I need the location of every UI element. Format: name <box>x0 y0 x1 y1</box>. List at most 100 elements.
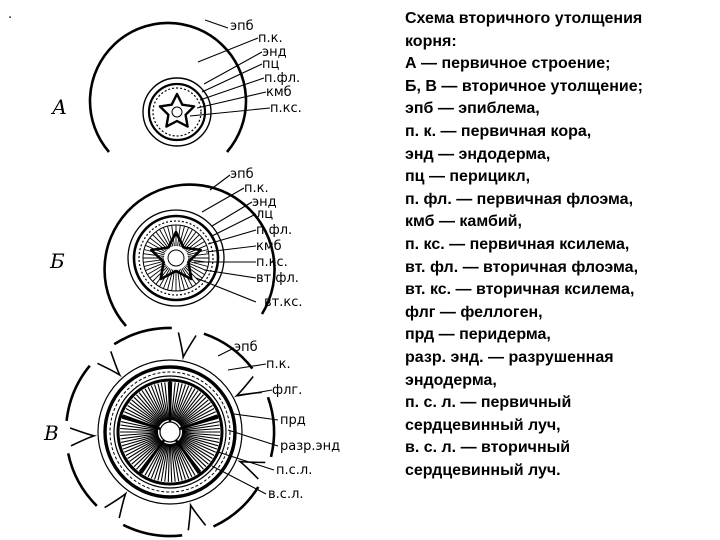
primary-ray <box>120 414 161 431</box>
xylem-ray <box>181 434 219 447</box>
xylem-ray <box>186 241 205 253</box>
xylem-ray <box>160 443 169 482</box>
xylem-ray <box>180 268 190 289</box>
panel-v-cortex-ring <box>97 359 243 505</box>
xylem-ray <box>171 443 180 482</box>
label-a-pk: п.к. <box>258 31 283 46</box>
label-b-lc: лц <box>256 207 273 222</box>
xylem-ray <box>122 435 159 450</box>
epiblema-segment <box>122 523 183 538</box>
panel-b-primary-xylem <box>150 230 202 281</box>
xylem-ray <box>181 433 220 440</box>
label-a-pks: п.кс. <box>270 101 302 116</box>
xylem-ray <box>178 396 207 425</box>
cortex-fissure <box>104 491 128 519</box>
panel-a-letter: А <box>50 95 67 119</box>
xylem-ray <box>120 421 159 431</box>
label-v-prd: прд <box>280 413 306 428</box>
xylem-ray <box>147 442 166 478</box>
label-v-flg: флг. <box>272 383 302 398</box>
legend-line: Схема вторичного утолщения <box>405 10 643 27</box>
xylem-ray <box>177 440 204 470</box>
xylem-ray <box>174 386 193 422</box>
xylem-ray <box>181 432 220 437</box>
xylem-ray <box>124 411 160 428</box>
panel-v-labels: эпб п.к. флг. прд разр.энд п.с.л. в.с.л. <box>234 340 340 502</box>
panel-a-labels: эпб п.к. энд пц п.фл. кмб п.кс. <box>230 19 302 116</box>
xylem-ray <box>153 384 167 421</box>
legend-line: сердцевинный луч. <box>405 461 561 479</box>
legend-line: кмб — камбий, <box>405 213 522 231</box>
primary-ray <box>138 439 166 475</box>
legend-line: п. с. л. — первичный <box>405 394 572 412</box>
label-b-pfl: п.фл. <box>256 223 292 238</box>
panel-b-labels: эпб п.к. энд лц п.фл. кмб п.кс. вт.фл. в… <box>230 167 303 310</box>
label-v-vsl: в.с.л. <box>268 487 304 502</box>
xylem-ray <box>173 385 190 422</box>
xylem-ray <box>150 442 167 479</box>
xylem-ray <box>175 388 196 422</box>
xylem-ray <box>141 390 164 423</box>
panel-a-center <box>171 106 183 118</box>
xylem-ray <box>157 383 168 421</box>
xylem-ray <box>164 382 170 421</box>
legend-line: п. фл. — первичная флоэма, <box>405 190 634 208</box>
xylem-ray <box>120 427 159 432</box>
xylem-ray <box>172 443 183 481</box>
cortex-fissure <box>187 502 207 531</box>
xylem-ray <box>160 382 169 421</box>
xylem-ray <box>143 253 165 257</box>
xylem-ray <box>120 433 159 443</box>
xylem-ray <box>133 439 162 468</box>
legend-line: пц — перицикл, <box>405 168 531 186</box>
epiblema-segment <box>212 486 260 528</box>
xylem-ray <box>171 382 180 421</box>
xylem-ray <box>155 231 170 249</box>
legend-line: в. с. л. — вторичный <box>405 439 571 457</box>
xylem-ray <box>173 384 187 421</box>
xylem-ray <box>178 439 207 468</box>
epiblema-segment <box>113 326 172 346</box>
xylem-ray <box>180 437 215 456</box>
xylem-star-outline <box>150 230 202 281</box>
xylem-ray <box>174 442 193 478</box>
legend-line: Б, В — вторичное утолщение; <box>405 77 643 95</box>
legend-line: прд — перидерма, <box>405 326 551 344</box>
xylem-ray <box>127 437 161 459</box>
legend-line: эндодерма, <box>405 371 497 389</box>
stray-mark: · <box>8 11 12 26</box>
xylem-ray <box>179 438 211 462</box>
panel-v-rays <box>120 380 220 483</box>
label-v-psl: п.с.л. <box>276 463 312 478</box>
label-v-epb: эпб <box>234 340 258 355</box>
legend-line: эпб — эпиблема, <box>405 100 540 118</box>
xylem-ray <box>125 437 160 456</box>
xylem-ray <box>153 443 167 480</box>
panel-v-drawing <box>65 326 276 538</box>
xylem-ray <box>173 442 190 479</box>
xylem-ray <box>172 383 183 421</box>
label-a-pc: пц <box>262 57 279 72</box>
primary-ray <box>174 439 202 475</box>
label-a-pfl: п.фл. <box>264 71 300 86</box>
legend-line: А — первичное строение; <box>405 55 611 73</box>
epiblema-segment <box>65 364 91 422</box>
xylem-ray <box>159 229 171 248</box>
label-v-razrend: разр.энд <box>280 439 340 454</box>
xylem-ray <box>145 262 166 272</box>
legend-line: вт. кс. — вторичная ксилема, <box>405 281 635 299</box>
xylem-ray <box>147 386 166 422</box>
xylem-ray <box>177 394 204 424</box>
label-b-vtfl: вт.фл. <box>256 271 299 286</box>
label-a-epb: эпб <box>230 19 254 34</box>
label-b-pks: п.кс. <box>256 255 288 270</box>
xylem-ray <box>173 443 187 480</box>
xylem-ray <box>164 443 170 482</box>
xylem-ray <box>150 385 167 422</box>
panel-b-center <box>167 249 185 267</box>
xylem-ray <box>170 382 176 421</box>
xylem-ray <box>136 394 163 424</box>
xylem-ray <box>138 392 164 423</box>
xylem-ray <box>187 260 209 267</box>
xylem-ray <box>179 402 211 426</box>
